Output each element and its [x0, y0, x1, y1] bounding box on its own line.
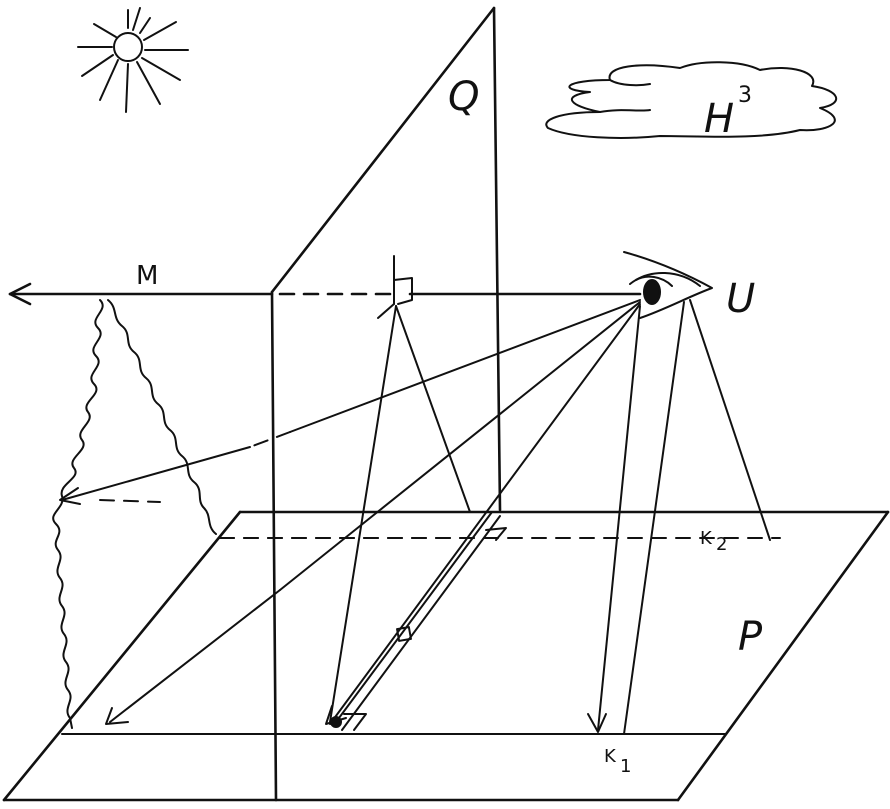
- line-m: [8, 282, 642, 306]
- perpendicular-lines: [329, 305, 501, 731]
- wavy-curve-right: [107, 299, 217, 535]
- k1-label: K: [604, 746, 617, 767]
- space-h-superscript: 3: [738, 83, 752, 108]
- k1-subscript: 1: [620, 756, 631, 777]
- right-angle-marker-k2: [485, 527, 507, 541]
- dashed-segments: [219, 537, 481, 735]
- plane-p: [2, 510, 890, 802]
- k2-label: K: [700, 528, 713, 549]
- right-angle-marker-bottom: [330, 713, 367, 731]
- sun-icon: [77, 7, 189, 113]
- line-m-label: M: [136, 261, 158, 291]
- cloud-icon: [545, 61, 838, 139]
- plane-p-label: P: [738, 614, 763, 660]
- observer-u-label: U: [726, 276, 755, 322]
- wavy-curve-left: [52, 299, 104, 729]
- k2-subscript: 2: [716, 534, 727, 555]
- plane-q: [270, 6, 502, 802]
- right-angle-marker-mid: [396, 626, 412, 642]
- space-h-label: H: [704, 96, 734, 142]
- plane-q-label: Q: [448, 74, 479, 120]
- eye-icon: [623, 251, 713, 319]
- right-angle-marker-top: [377, 255, 413, 319]
- projection-rays: [59, 299, 771, 735]
